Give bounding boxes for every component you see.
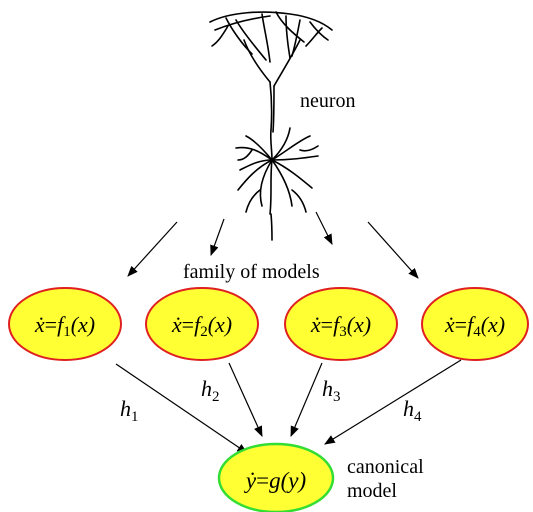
model-2-equals: = <box>182 312 194 337</box>
neuron-label: neuron <box>300 90 356 112</box>
mapping-h4-subscript: 4 <box>414 409 422 425</box>
arrow-model-2-to-canonical <box>229 363 262 436</box>
model-4: ẋ=f4(x) <box>422 288 528 360</box>
arrow-neuron-to-model-1 <box>128 222 177 276</box>
model-3-lhs: ẋ <box>310 312 321 337</box>
model-1-lhs: ẋ <box>34 312 45 337</box>
mapping-label-h1: h1 <box>120 396 139 425</box>
canonical-model: ẏ=g(y) <box>219 444 333 512</box>
arrow-model-3-to-canonical <box>291 363 322 436</box>
canonical-equals: = <box>256 468 269 493</box>
model-2-lhs: ẋ <box>171 312 182 337</box>
mapping-h2-letter: h <box>201 376 212 401</box>
model-1-arg: (x) <box>71 312 95 337</box>
model-1-equals: = <box>45 312 57 337</box>
model-1-subscript: 1 <box>63 324 71 340</box>
mapping-label-h4: h4 <box>403 396 422 425</box>
mapping-label-h2: h2 <box>201 376 220 405</box>
model-3-arg: (x) <box>347 312 371 337</box>
canonical-model-equation: ẏ=g(y) <box>244 468 306 493</box>
mapping-h4-letter: h <box>403 396 414 421</box>
canonical-rhs: g(y) <box>269 468 306 493</box>
model-1: ẋ=f1(x) <box>9 288 121 360</box>
mapping-label-h3: h3 <box>322 376 341 405</box>
canonical-label-line1: canonical <box>347 456 424 478</box>
model-3-equals: = <box>321 312 333 337</box>
model-2-arg: (x) <box>208 312 232 337</box>
model-4-arg: (x) <box>481 312 505 337</box>
mapping-h2-subscript: 2 <box>212 389 220 405</box>
mapping-h3-subscript: 3 <box>333 389 341 405</box>
model-2-subscript: 2 <box>200 324 208 340</box>
mapping-h1-subscript: 1 <box>131 409 139 425</box>
mapping-h1-letter: h <box>120 396 131 421</box>
mapping-h3-letter: h <box>322 376 333 401</box>
family-of-models-label: family of models <box>183 261 320 283</box>
arrow-neuron-to-model-4 <box>368 222 418 278</box>
model-4-equals: = <box>455 312 467 337</box>
model-2: ẋ=f2(x) <box>146 288 258 360</box>
arrow-model-4-to-canonical <box>325 360 461 444</box>
arrow-neuron-to-model-2 <box>211 219 224 255</box>
neuron-illustration <box>210 12 332 240</box>
arrow-neuron-to-model-3 <box>316 212 332 244</box>
model-3-subscript: 3 <box>339 324 347 340</box>
canonical-lhs: ẏ <box>244 468 257 493</box>
model-3: ẋ=f3(x) <box>285 288 397 360</box>
model-4-lhs: ẋ <box>444 312 455 337</box>
canonical-label-line2: model <box>347 480 397 502</box>
